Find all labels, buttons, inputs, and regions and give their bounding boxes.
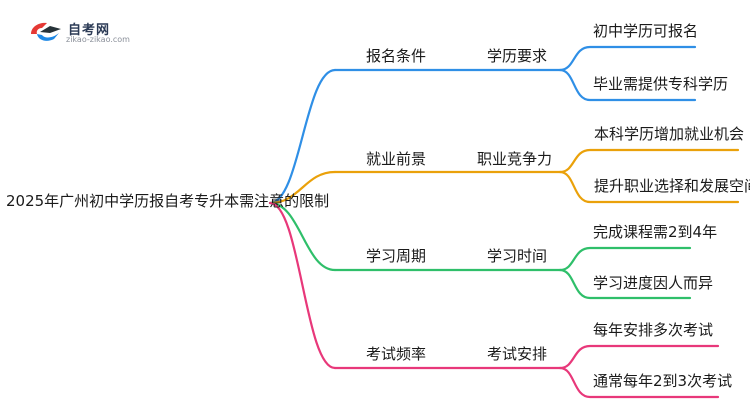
branch-label-registration: 报名条件	[366, 47, 427, 65]
connector-root-branch	[268, 170, 337, 205]
connector-leaf	[558, 246, 692, 272]
connector-leaf	[558, 148, 740, 174]
leaf-label: 完成课程需2到4年	[593, 223, 718, 241]
branch-label-study-period: 学习周期	[366, 247, 427, 265]
connector-leaf	[558, 268, 692, 300]
leaf-label: 本科学历增加就业机会	[594, 125, 745, 143]
sub-label-competitiveness: 职业竞争力	[477, 150, 553, 168]
logo-url: zikao-zikao.com	[66, 35, 130, 44]
connector-root-branch	[268, 201, 337, 370]
branch-label-employment: 就业前景	[366, 150, 427, 168]
connector-root-branch	[268, 201, 337, 272]
leaf-label: 初中学历可报名	[593, 22, 699, 40]
connector-leaf	[558, 170, 740, 204]
site-logo[interactable]: 自考网 zikao-zikao.com	[28, 18, 148, 48]
sub-label-study-time: 学习时间	[487, 247, 548, 265]
leaf-label: 提升职业选择和发展空间	[594, 177, 750, 195]
root-topic: 2025年广州初中学历报自考专升本需注意的限制	[6, 192, 330, 210]
connector-leaf	[558, 45, 697, 72]
connector-root-branch	[268, 68, 337, 205]
connector-leaf	[558, 344, 720, 370]
connector-leaf	[558, 68, 697, 102]
logo-title: 自考网	[68, 23, 111, 38]
sub-label-education-requirement: 学历要求	[487, 47, 548, 65]
sub-label-exam-schedule: 考试安排	[487, 345, 548, 363]
branch-label-exam-frequency: 考试频率	[366, 345, 427, 363]
graduation-cap-icon	[31, 22, 61, 41]
leaf-label: 通常每年2到3次考试	[593, 372, 733, 390]
leaf-label: 每年安排多次考试	[593, 321, 714, 339]
leaf-label: 学习进度因人而异	[593, 274, 714, 292]
connector-leaf	[558, 366, 720, 399]
leaf-label: 毕业需提供专科学历	[593, 75, 729, 93]
